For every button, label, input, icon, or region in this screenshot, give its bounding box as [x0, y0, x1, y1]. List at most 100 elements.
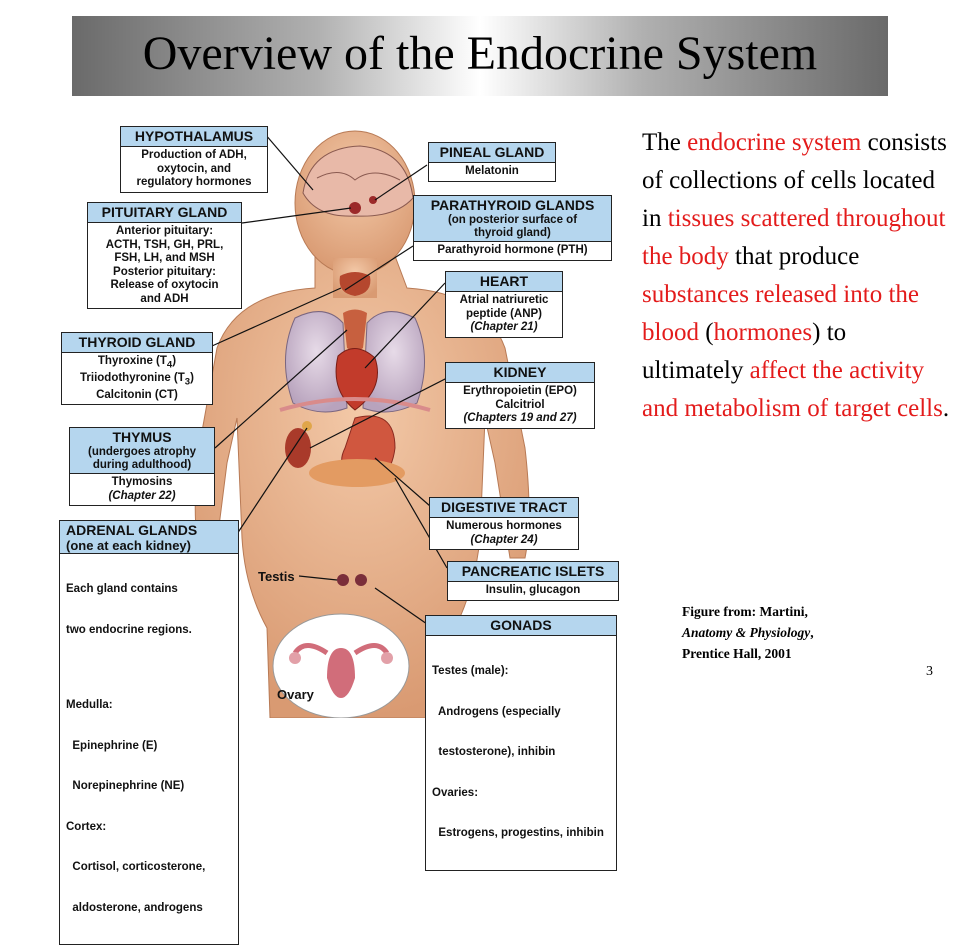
endocrine-figure: HYPOTHALAMUS Production of ADH, oxytocin…: [55, 118, 630, 945]
testis-label: Testis: [258, 569, 295, 584]
label-line: Norepinephrine (NE): [66, 780, 185, 792]
label-line: (Chapter 24): [470, 533, 538, 546]
label-line: FSH, LH, and MSH: [114, 252, 215, 264]
label-line: (Chapter 21): [470, 321, 538, 333]
credit-line: Prentice Hall, 2001: [682, 646, 792, 661]
label-line: peptide (ANP): [465, 307, 543, 320]
label-line: Medulla:: [66, 699, 113, 711]
label-subscript: 4: [166, 359, 173, 371]
highlight-hormones: hormones: [713, 319, 813, 346]
label-line: Release of oxytocin: [110, 279, 219, 291]
label-pineal-gland: PINEAL GLAND Melatonin: [428, 142, 556, 182]
label-title: THYROID GLAND: [62, 333, 212, 353]
pituitary-marker: [349, 202, 361, 214]
adrenal-gland: [302, 421, 312, 431]
label-heart: HEART Atrial natriuretic peptide (ANP) (…: [445, 271, 563, 338]
highlight-endocrine-system: endocrine system: [687, 129, 862, 156]
label-title: HEART: [446, 272, 562, 292]
highlight-affect: affect the activity and metabolism of ta…: [642, 357, 943, 422]
label-subtitle: (one at each kidney): [66, 538, 191, 553]
label-line: Calcitriol: [495, 398, 545, 411]
label-pituitary-gland: PITUITARY GLAND Anterior pituitary: ACTH…: [87, 202, 242, 309]
label-subscript: 3: [184, 376, 191, 388]
label-kidney: KIDNEY Erythropoietin (EPO) Calcitriol (…: [445, 362, 595, 429]
label-line: Posterior pituitary:: [113, 265, 216, 278]
figure-credit: Figure from: Martini, Anatomy & Physiolo…: [682, 601, 902, 664]
description-text: The: [642, 129, 688, 156]
label-line: Anterior pituitary:: [115, 225, 214, 237]
label-line: Triiodothyronine (T: [80, 371, 185, 384]
kidney: [285, 428, 311, 468]
label-title: ADRENAL GLANDS: [66, 522, 198, 538]
ovary-inset: [272, 613, 410, 718]
label-subtitle: thyroid gland): [474, 227, 551, 239]
label-line: Parathyroid hormone (PTH): [437, 244, 588, 256]
label-title: PARATHYROID GLANDS: [430, 197, 595, 213]
testis-left: [337, 574, 349, 586]
label-line: and ADH: [140, 292, 189, 305]
label-line: two endocrine regions.: [66, 623, 192, 636]
label-thyroid-gland: THYROID GLAND Thyroxine (T4) Triiodothyr…: [61, 332, 213, 406]
label-adrenal-glands: ADRENAL GLANDS (one at each kidney) Each…: [59, 520, 239, 945]
label-line: Melatonin: [465, 165, 519, 177]
label-line: testosterone), inhibin: [432, 746, 556, 758]
label-line: Calcitonin (CT): [96, 388, 178, 401]
label-subtitle: during adulthood): [92, 459, 192, 471]
pineal-marker: [369, 196, 377, 204]
highlight-tissues: tissues scattered throughout the body: [642, 205, 946, 270]
label-line: Each gland contains: [66, 583, 178, 595]
testis-right: [355, 574, 367, 586]
label-thymus: THYMUS (undergoes atrophy during adultho…: [69, 427, 215, 506]
label-line: aldosterone, androgens: [66, 901, 203, 914]
label-line: Testes (male):: [432, 665, 509, 677]
leader-lines: [211, 133, 448, 625]
pancreas: [309, 459, 405, 487]
label-line: Erythropoietin (EPO): [463, 385, 577, 397]
right-lung: [362, 311, 425, 413]
label-line: Numerous hormones: [446, 520, 562, 532]
label-line: oxytocin, and: [156, 162, 232, 175]
label-digestive-tract: DIGESTIVE TRACT Numerous hormones (Chapt…: [429, 497, 579, 550]
label-line: Epinephrine (E): [66, 739, 158, 752]
label-line: Cortex:: [66, 820, 107, 833]
label-subtitle: (on posterior surface of: [447, 214, 578, 226]
label-title: THYMUS: [112, 429, 172, 445]
description-text: .: [942, 395, 950, 422]
label-line: Insulin, glucagon: [485, 584, 581, 596]
label-pancreatic-islets: PANCREATIC ISLETS Insulin, glucagon: [447, 561, 619, 601]
brain: [302, 145, 414, 217]
label-title: DIGESTIVE TRACT: [430, 498, 578, 518]
label-line: (Chapter 22): [108, 489, 176, 502]
description-text: ) to ultimately: [642, 319, 847, 384]
slide-title: Overview of the Endocrine System: [142, 27, 818, 80]
ovary-label: Ovary: [277, 687, 314, 702]
label-line: ACTH, TSH, GH, PRL,: [105, 238, 224, 251]
label-hypothalamus: HYPOTHALAMUS Production of ADH, oxytocin…: [120, 126, 268, 193]
label-title: PANCREATIC ISLETS: [448, 562, 618, 582]
label-line: Atrial natriuretic: [459, 294, 549, 306]
credit-line: Figure from: Martini,: [682, 604, 808, 619]
label-line: Ovaries:: [432, 786, 479, 799]
label-title: HYPOTHALAMUS: [121, 127, 267, 147]
label-title: KIDNEY: [446, 363, 594, 383]
left-lung: [285, 311, 348, 413]
highlight-substances: substances released into the blood: [642, 281, 919, 346]
label-line: [66, 664, 235, 672]
label-line: Estrogens, progestins, inhibin: [432, 827, 604, 839]
description-text: that produce: [728, 243, 860, 270]
label-line: Production of ADH,: [141, 149, 247, 161]
description-paragraph: The endocrine system consists of collect…: [642, 124, 952, 428]
label-line: (Chapters 19 and 27): [463, 412, 577, 424]
page-number: 3: [926, 664, 933, 679]
label-line: Cortisol, corticosterone,: [66, 861, 206, 873]
label-line: Thyroxine (T: [97, 355, 167, 367]
label-title: GONADS: [426, 616, 616, 636]
heart: [335, 348, 378, 411]
label-title: PITUITARY GLAND: [88, 203, 241, 223]
label-line: Androgens (especially: [432, 705, 561, 718]
credit-book-title: Anatomy & Physiology: [682, 625, 811, 640]
label-gonads: GONADS Testes (male): Androgens (especia…: [425, 615, 617, 871]
thymus: [343, 309, 367, 351]
label-line: Thymosins: [111, 476, 173, 488]
label-title: PINEAL GLAND: [429, 143, 555, 163]
